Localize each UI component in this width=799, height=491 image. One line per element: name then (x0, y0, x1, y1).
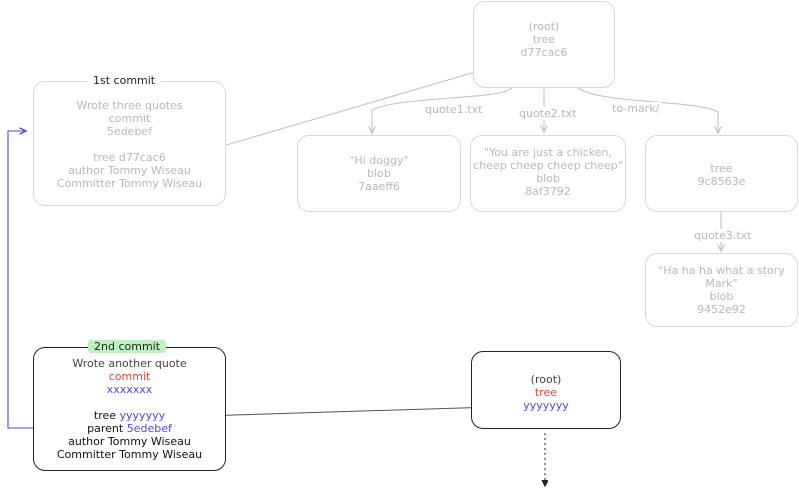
blob2-hash: 8af3792 (525, 185, 571, 198)
commit2-author: author Tommy Wiseau (68, 435, 191, 448)
blob1-type: blob (367, 167, 391, 180)
commit1-message: Wrote three quotes (76, 99, 183, 112)
commit1-author: author Tommy Wiseau (68, 164, 191, 177)
commit2-box: Wrote another quote commit xxxxxxx tree … (33, 347, 226, 471)
blob1-hash: 7aaeff6 (358, 180, 400, 193)
commit2-parent-hash: 5edebef (126, 422, 172, 435)
edge-label-quote3: quote3.txt (692, 229, 754, 242)
commit1-tag: 1st commit (87, 74, 162, 87)
commit2-tree-label: tree (93, 409, 117, 422)
commit2-hash: xxxxxxx (106, 383, 153, 396)
commit2-tag: 2nd commit (88, 340, 167, 353)
commit2-parent-label: parent (87, 422, 124, 435)
blob3-text-line1: "Ha ha ha what a story (658, 264, 785, 277)
blob3-text-line2: Mark" (705, 277, 738, 290)
commit2-tree-hash: yyyyyyy (119, 409, 166, 422)
edge-label-quote2: quote2.txt (517, 107, 579, 120)
blob3-box: "Ha ha ha what a story Mark" blob 9452e9… (645, 253, 798, 327)
blob3-type: blob (709, 290, 734, 303)
root-tree-old-type: tree (532, 33, 556, 46)
blob2-text-line1: "You are just a chicken, (484, 146, 612, 159)
blob1-text: "Hi doggy" (349, 154, 409, 167)
commit1-box: Wrote three quotes commit 5edebef tree d… (33, 81, 226, 206)
commit1-hash: 5edebef (106, 125, 153, 138)
subtree-type: tree (710, 162, 733, 175)
commit2-parent-line: parent 5edebef (34, 422, 225, 435)
commit1-tree: tree d77cac6 (93, 151, 166, 164)
commit1-type: commit (108, 112, 151, 125)
root-tree-old-hash: d77cac6 (520, 46, 568, 59)
blob1-box: "Hi doggy" blob 7aaeff6 (297, 135, 461, 212)
subtree-hash: 9c8563e (697, 175, 746, 188)
blob2-text-line2: cheep cheep cheep cheep" (473, 159, 623, 172)
edge-label-to-mark: to-mark/ (610, 102, 662, 115)
edge-root-to-blob1 (372, 87, 513, 133)
root-tree-new-name: (root) (530, 373, 562, 386)
root-tree-old-box: (root) tree d77cac6 (473, 1, 615, 88)
root-tree-old-name: (root) (528, 20, 560, 33)
blob2-box: "You are just a chicken, cheep cheep che… (470, 135, 626, 212)
blob2-type: blob (536, 172, 560, 185)
subtree-box: tree 9c8563e (645, 135, 798, 212)
edge-commit2-parent (7, 131, 38, 429)
root-tree-new-type: tree (534, 386, 558, 399)
commit2-committer: Committer Tommy Wiseau (56, 448, 203, 461)
blob3-hash: 9452e92 (697, 303, 746, 316)
commit2-message: Wrote another quote (72, 357, 187, 370)
edge-commit2-to-new-root (169, 406, 524, 418)
commit1-committer: Committer Tommy Wiseau (56, 177, 203, 190)
root-tree-new-hash: yyyyyyy (523, 399, 569, 412)
edge-label-quote1: quote1.txt (423, 103, 485, 116)
root-tree-new-box: (root) tree yyyyyyy (471, 351, 621, 429)
commit2-tree-line: tree yyyyyyy (34, 409, 225, 422)
edge-commit1-to-root-tree (181, 70, 482, 159)
commit2-type: commit (108, 370, 151, 383)
